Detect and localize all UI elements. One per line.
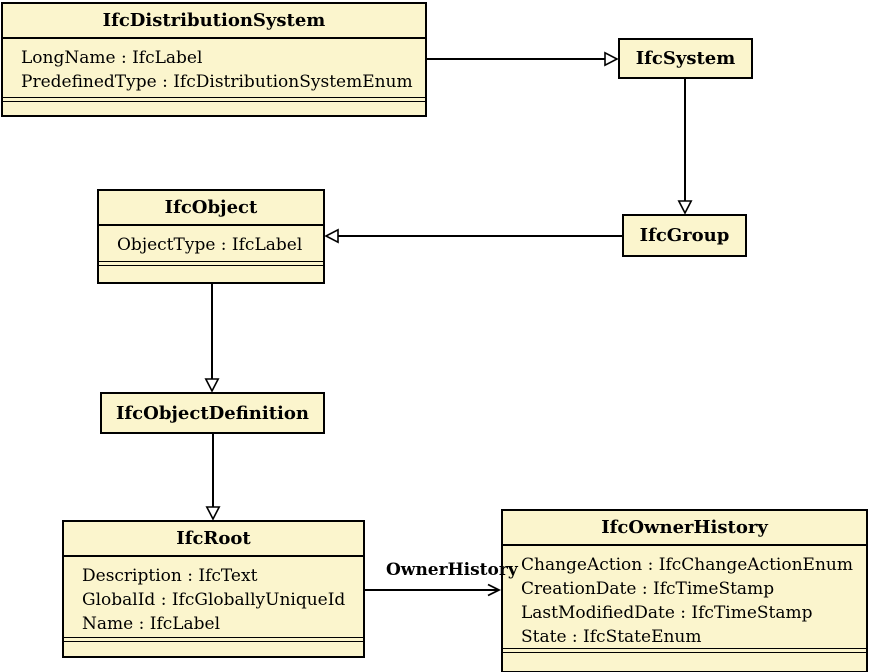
operations-compartment-empty: [99, 266, 323, 282]
generalization-arrowhead-icon: [604, 51, 619, 67]
class-title: IfcSystem: [635, 48, 736, 69]
operations-compartment-empty: [64, 642, 363, 656]
class-attribute: CreationDate : IfcTimeStamp: [521, 579, 775, 599]
class-attributes: LongName : IfcLabel PredefinedType : Ifc…: [3, 39, 425, 97]
class-attribute: LastModifiedDate : IfcTimeStamp: [521, 603, 813, 623]
class-attribute: GlobalId : IfcGloballyUniqueId: [82, 590, 346, 610]
operations-compartment-empty: [503, 653, 866, 671]
class-ifcgroup: IfcGroup: [622, 214, 747, 257]
class-attribute: State : IfcStateEnum: [521, 627, 702, 647]
class-attribute: Description : IfcText: [82, 566, 258, 586]
class-ifcsystem: IfcSystem: [618, 38, 753, 79]
compartment-divider: [64, 637, 363, 642]
generalization-arrowhead-icon: [204, 378, 220, 393]
operations-compartment-empty: [3, 102, 425, 115]
class-attributes: ChangeAction : IfcChangeActionEnum Creat…: [503, 546, 866, 648]
class-title: IfcObject: [99, 191, 323, 226]
class-title: IfcObjectDefinition: [116, 402, 309, 424]
class-attribute: ObjectType : IfcLabel: [117, 235, 303, 255]
class-attributes: ObjectType : IfcLabel: [99, 226, 323, 261]
class-title: IfcRoot: [64, 522, 363, 557]
compartment-divider: [99, 261, 323, 266]
generalization-arrowhead-icon: [677, 200, 693, 215]
class-title: IfcGroup: [639, 225, 730, 246]
class-title: IfcOwnerHistory: [503, 511, 866, 546]
class-ifcdistributionsystem: IfcDistributionSystem LongName : IfcLabe…: [1, 2, 427, 117]
class-attribute: Name : IfcLabel: [82, 614, 221, 634]
class-attribute: ChangeAction : IfcChangeActionEnum: [521, 555, 853, 575]
class-attributes: Description : IfcText GlobalId : IfcGlob…: [64, 557, 363, 637]
edge-label-ownerhistory: OwnerHistory: [386, 560, 518, 580]
class-ifcobject: IfcObject ObjectType : IfcLabel: [97, 189, 325, 284]
class-attribute: PredefinedType : IfcDistributionSystemEn…: [21, 72, 413, 92]
compartment-divider: [3, 97, 425, 102]
class-title: IfcDistributionSystem: [3, 4, 425, 39]
generalization-arrowhead-icon: [205, 506, 221, 521]
class-attribute: LongName : IfcLabel: [21, 48, 203, 68]
association-arrowhead-icon: [487, 583, 502, 597]
class-ifcroot: IfcRoot Description : IfcText GlobalId :…: [62, 520, 365, 658]
class-ifcownerhistory: IfcOwnerHistory ChangeAction : IfcChange…: [501, 509, 868, 672]
compartment-divider: [503, 648, 866, 653]
class-ifcobjectdefinition: IfcObjectDefinition: [100, 392, 325, 434]
generalization-arrowhead-icon: [324, 228, 339, 244]
